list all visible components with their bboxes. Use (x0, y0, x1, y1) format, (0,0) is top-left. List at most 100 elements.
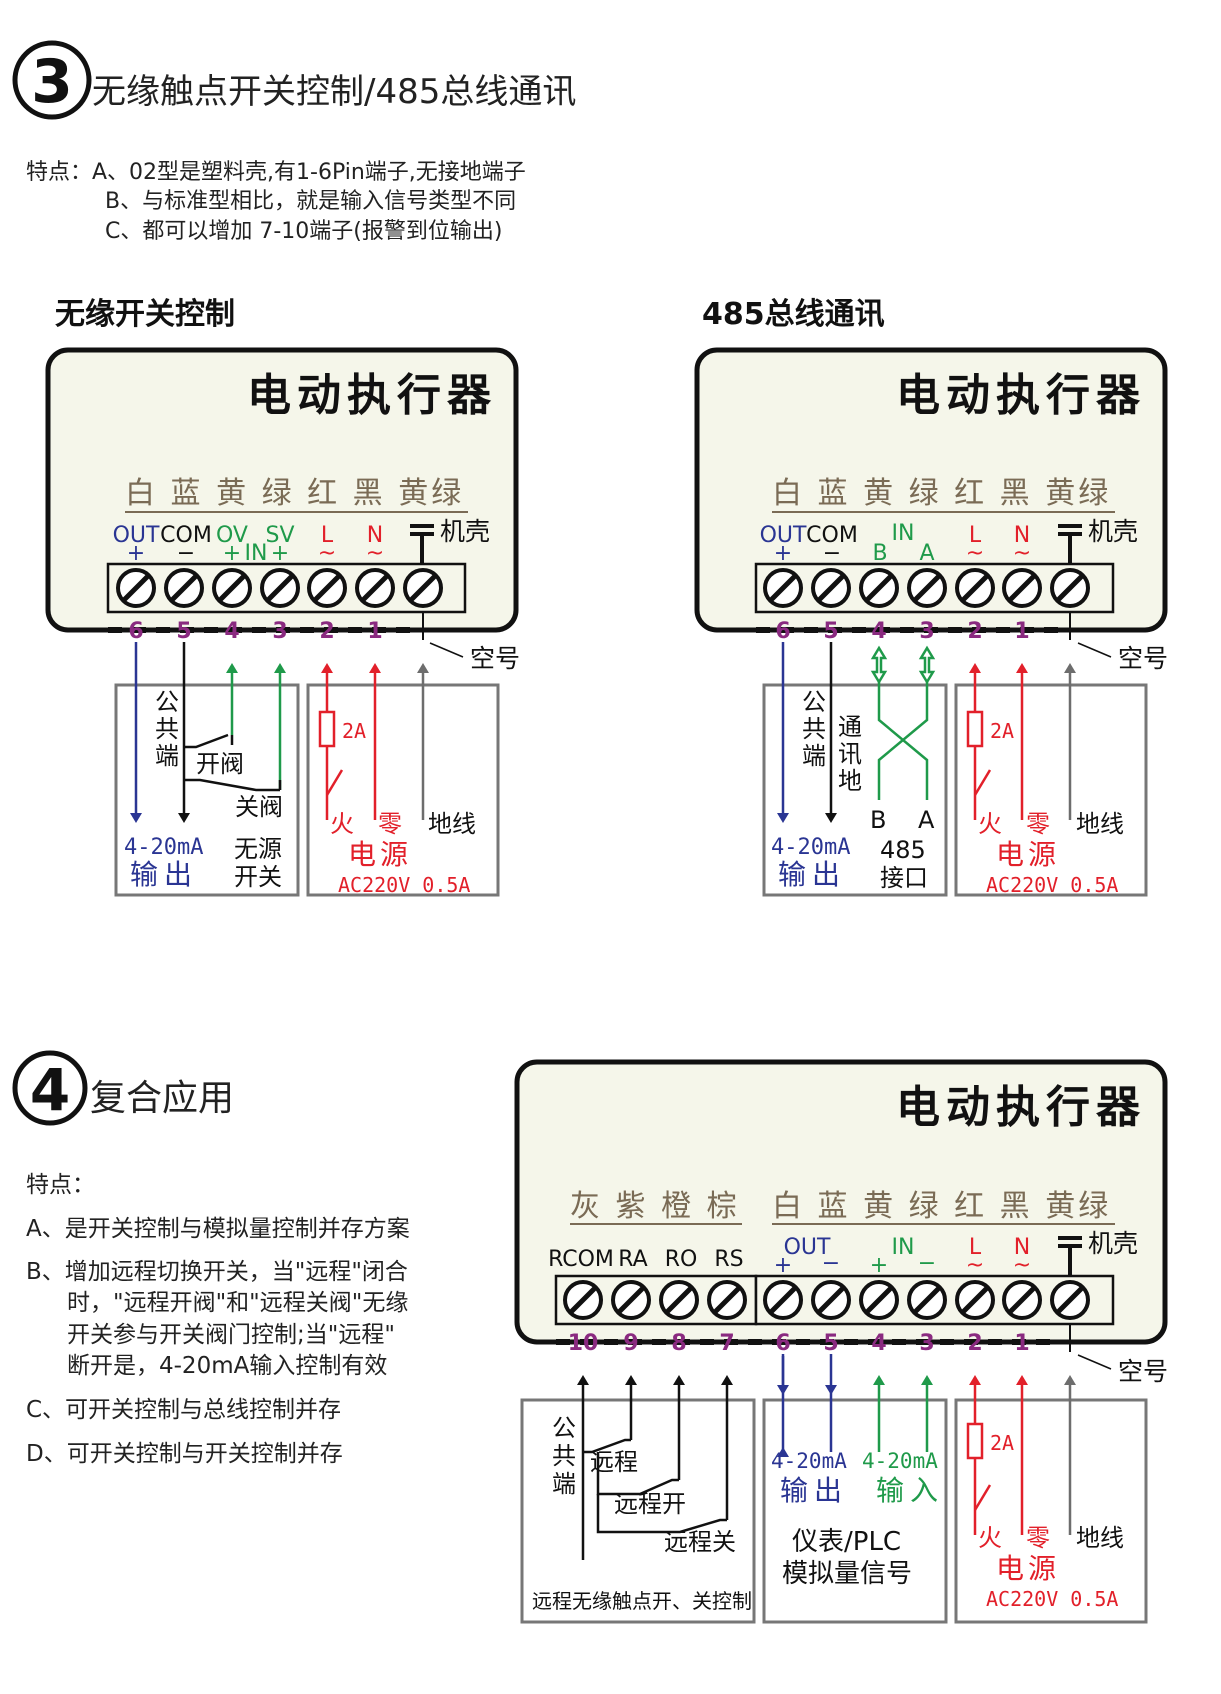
label-instrument: 仪表/PLC (792, 1527, 901, 1557)
label-passive-2: 开关 (234, 863, 282, 891)
section3-feature-a: 特点：A、02型是塑料壳,有1-6Pin端子,无接地端子 (26, 160, 526, 185)
label-chassis: 机壳 (440, 517, 490, 546)
section3-feature-b: B、与标准型相比，就是输入信号类型不同 (105, 189, 516, 214)
features-title: 特点： (26, 1172, 95, 1198)
label-sv: SV (265, 523, 294, 548)
breaker-switch (973, 769, 992, 796)
feature-b2: 时，"远程开阀"和"远程关阀"无缘 (67, 1290, 408, 1316)
label-bus-a: A (918, 806, 935, 834)
section3-title: 无缘触点开关控制/485总线通讯 (92, 72, 576, 112)
label-in: IN (892, 521, 915, 546)
pin-1: 1 (367, 619, 382, 644)
pin-1: 1 (1014, 1331, 1029, 1356)
label-n-tilde: ~ (1013, 541, 1031, 566)
label-n: N (1014, 523, 1030, 548)
section3-number-circle (12, 40, 92, 120)
actuator-title: 电动执行器 (896, 1082, 1146, 1133)
ground-symbol (410, 524, 434, 564)
signal-box (114, 683, 300, 897)
section3-feature-c: C、都可以增加 7-10端子(报警到位输出) (105, 219, 502, 244)
label-output-ma: 4-20mA (771, 1449, 847, 1473)
label-output-ma: 4-20mA (771, 835, 850, 860)
power-box (954, 1398, 1148, 1624)
label-power-spec: AC220V 0.5A (986, 1587, 1118, 1611)
label-common-1: 公 (552, 1414, 576, 1442)
label-com: COM (160, 523, 212, 548)
pin-6: 6 (775, 1331, 790, 1356)
label-chassis: 机壳 (1088, 517, 1138, 546)
actuator-housing (514, 1059, 1168, 1345)
label-common-3: 端 (155, 742, 179, 770)
label-empty-pin: 空号 (1118, 644, 1168, 673)
label-power: 电源 (348, 838, 412, 871)
pin-10: 10 (568, 1331, 599, 1356)
label-l: L (321, 523, 334, 548)
label-n-tilde: ~ (366, 541, 384, 566)
actuator-title: 电动执行器 (247, 370, 497, 421)
label-ground: 地线 (1076, 810, 1124, 838)
power-box (306, 683, 500, 897)
label-neutral: 零 (1026, 1524, 1050, 1552)
label-ro: RO (665, 1247, 698, 1272)
label-in-plus: + (870, 1253, 888, 1278)
power-box (954, 683, 1148, 897)
label-output: 输出 (780, 1474, 848, 1507)
label-out-plus: + (774, 541, 792, 566)
panel-heading: 485总线通讯 (702, 297, 885, 332)
label-n-tilde: ~ (1013, 1253, 1031, 1278)
label-output: 输出 (130, 858, 198, 891)
label-remote-open: 远程开 (614, 1490, 686, 1518)
wire-color-labels: 白 蓝 黄 绿 红 黑 黄绿 (125, 476, 464, 511)
label-power-spec: AC220V 0.5A (338, 873, 470, 897)
label-chassis: 机壳 (1088, 1229, 1138, 1258)
signal-box (762, 683, 948, 897)
label-power: 电源 (996, 1552, 1060, 1585)
label-ground: 地线 (428, 810, 476, 838)
label-com-minus: − (823, 541, 841, 566)
section3-number: 3 (31, 47, 73, 117)
label-n: N (1014, 1235, 1030, 1260)
bus-bidir-arrows (870, 645, 936, 685)
ground-symbol (1058, 1236, 1082, 1276)
wire-color-labels: 白 蓝 黄 绿 红 黑 黄绿 (772, 476, 1111, 511)
pin-5: 5 (823, 1331, 838, 1356)
pin-3: 3 (919, 619, 934, 644)
label-l: L (969, 523, 982, 548)
label-0v: OV (216, 523, 248, 548)
label-input-ma: 4-20mA (862, 1449, 938, 1473)
label-neutral: 零 (378, 810, 402, 838)
pin-3: 3 (272, 619, 287, 644)
label-fuse: 2A (990, 1431, 1014, 1455)
section4-features: 特点： A、是开关控制与模拟量控制并存方案 B、增加远程切换开关，当"远程"闭合… (26, 1172, 410, 1467)
section3-features: 特点：A、02型是塑料壳,有1-6Pin端子,无接地端子 B、与标准型相比，就是… (26, 160, 526, 244)
label-l-tilde: ~ (966, 1253, 984, 1278)
label-live: 火 (330, 810, 354, 838)
pin-6: 6 (775, 619, 790, 644)
label-comm-gnd-1: 通 (838, 713, 862, 741)
section4-header: 4 复合应用 (12, 1050, 234, 1126)
label-in-minus: − (918, 1251, 936, 1276)
label-common-2: 共 (552, 1442, 576, 1470)
label-common-3: 端 (552, 1470, 576, 1498)
section3-header: 3 无缘触点开关控制/485总线通讯 (12, 40, 576, 120)
label-remote-close: 远程关 (664, 1528, 736, 1556)
label-com-minus: − (177, 541, 195, 566)
section4-number-circle (12, 1050, 88, 1126)
pin-7: 7 (719, 1331, 734, 1356)
panel-heading: 无缘开关控制 (55, 297, 235, 332)
switch-close-valve (184, 778, 280, 792)
label-fuse: 2A (990, 719, 1014, 743)
pin-5: 5 (176, 619, 191, 644)
label-l-tilde: ~ (966, 541, 984, 566)
label-out: OUT (113, 523, 160, 548)
section4-number: 4 (30, 1056, 70, 1124)
feature-b1: B、增加远程切换开关，当"远程"闭合 (26, 1259, 408, 1285)
label-out-plus: + (127, 541, 145, 566)
label-common-2: 共 (155, 715, 179, 743)
bus-twisted-pair (877, 682, 929, 800)
label-in: IN (892, 1235, 915, 1260)
label-live: 火 (978, 810, 1002, 838)
pin-2: 2 (967, 619, 982, 644)
label-remote-caption: 远程无缘触点开、关控制 (532, 1589, 752, 1613)
